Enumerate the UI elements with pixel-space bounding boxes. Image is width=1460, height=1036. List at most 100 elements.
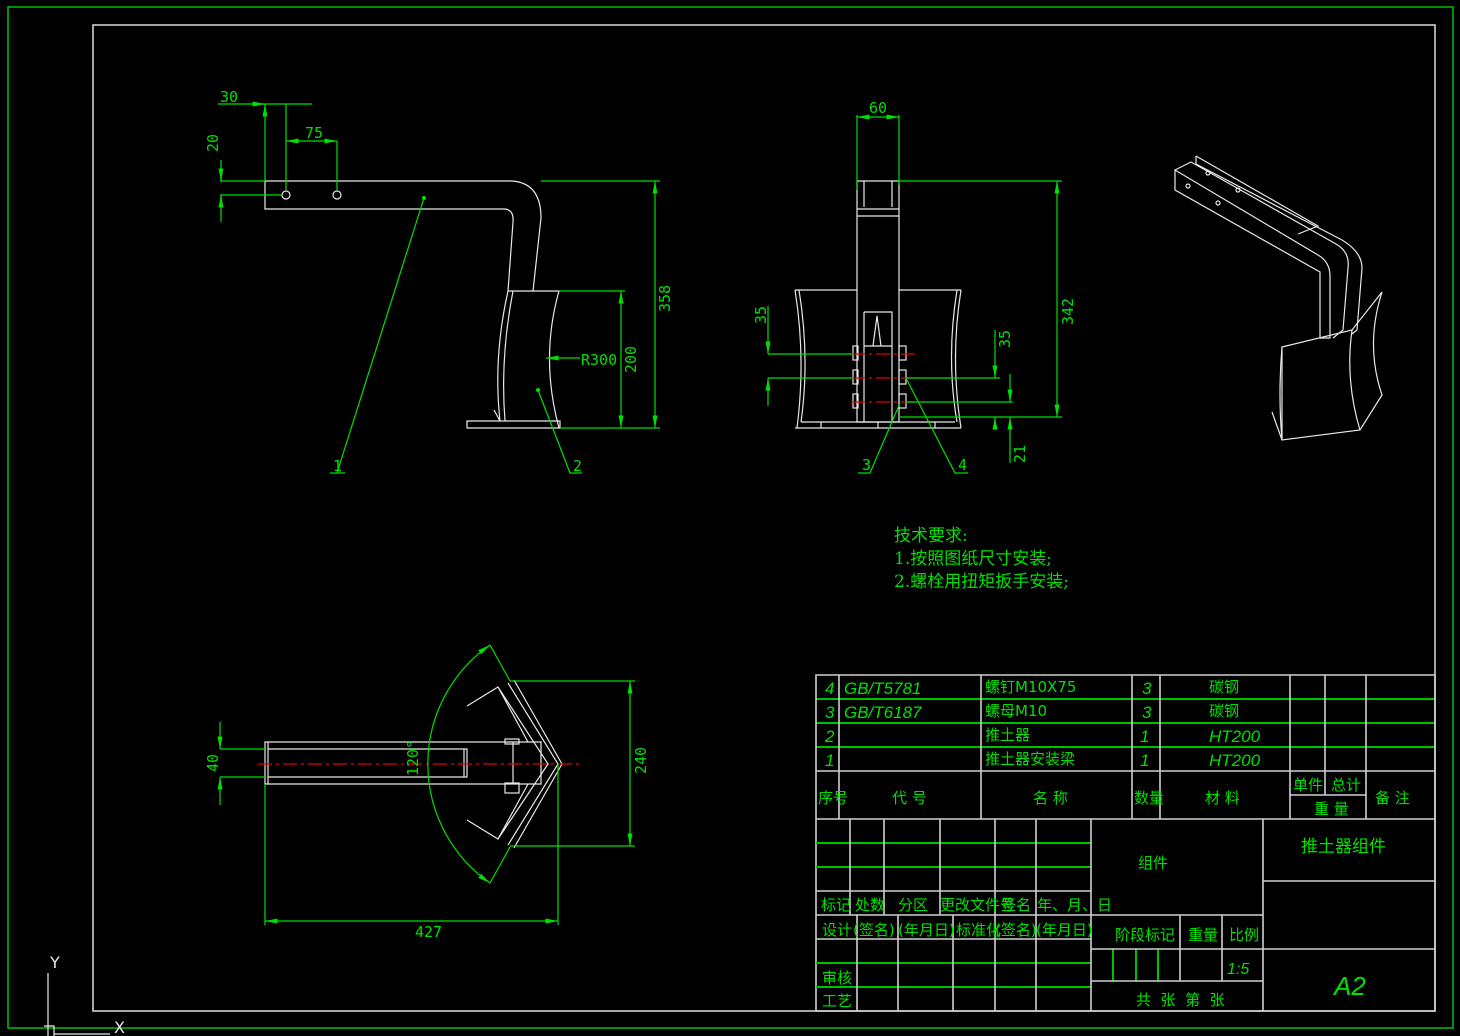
svg-text:材 料: 材 料 <box>1205 789 1240 807</box>
dim-21: 21 <box>1011 445 1029 463</box>
design-label: 设计 <box>822 921 852 939</box>
tech-item-1: 1.按照图纸尺寸安装; <box>894 549 1052 569</box>
dim-35-left: 35 <box>752 306 770 324</box>
svg-text:碳钢: 碳钢 <box>1209 678 1239 696</box>
parts-row-4: 4 GB/T5781 螺钉M10X75 3 碳钢 <box>825 678 1239 698</box>
process-label: 工艺 <box>822 992 852 1010</box>
parts-row-2: 2 推土器 1 HT200 <box>824 726 1261 746</box>
svg-text:总计: 总计 <box>1331 776 1361 794</box>
svg-text:碳钢: 碳钢 <box>1209 702 1239 720</box>
tech-item-2: 2.螺栓用扭矩扳手安装; <box>894 572 1069 592</box>
dim-200: 200 <box>622 346 640 373</box>
parts-header: 序号 代 号 名 称 数量 材 料 单件 总计 重 量 备 注 <box>818 776 1410 818</box>
svg-text:螺钉M10X75: 螺钉M10X75 <box>985 678 1076 696</box>
scale-value: 1:5 <box>1227 961 1249 978</box>
svg-text:名 称: 名 称 <box>1033 789 1068 807</box>
svg-text:GB/T5781: GB/T5781 <box>844 679 922 698</box>
svg-text:螺母M10: 螺母M10 <box>985 702 1047 720</box>
ucs-y-label: Y <box>49 953 60 972</box>
drawing-name: 推土器组件 <box>1301 837 1386 857</box>
dim-342: 342 <box>1059 298 1077 325</box>
callout-leader-3 <box>858 402 901 474</box>
bolt-hole <box>332 190 342 200</box>
svg-text:代 号: 代 号 <box>892 789 927 807</box>
callout-leader-4 <box>906 379 968 474</box>
rev-header-sign: 签名 <box>1001 896 1031 914</box>
dim-r300: R300 <box>581 351 617 369</box>
top-view: 40 120° 240 427 <box>204 644 650 941</box>
blade-side <box>794 289 962 429</box>
technical-requirements: 技术要求: 1.按照图纸尺寸安装; 2.螺栓用扭矩扳手安装; <box>894 526 1069 592</box>
dim-35-right: 35 <box>996 330 1014 348</box>
weight-label: 重量 <box>1188 926 1218 944</box>
mounting-beam <box>264 180 542 292</box>
parts-list: 4 GB/T5781 螺钉M10X75 3 碳钢 3 GB/T6187 螺母M1… <box>815 674 1436 1012</box>
bolt-heads <box>852 345 907 409</box>
parts-row-3: 3 GB/T6187 螺母M10 3 碳钢 <box>825 702 1239 722</box>
standardization-label: 标准化 <box>956 921 1001 939</box>
callout-leader-1 <box>330 197 425 474</box>
svg-text:(年月日): (年月日) <box>1036 921 1093 939</box>
bolt-hole <box>281 190 291 200</box>
side-view: 60 342 35 35 21 3 4 <box>752 99 1077 474</box>
dim-240: 240 <box>632 747 650 774</box>
rev-header-mark: 标记 <box>821 896 851 914</box>
callout-leader-2 <box>537 389 582 474</box>
svg-text:HT200: HT200 <box>1209 727 1261 746</box>
drawing-frame <box>92 24 1436 1012</box>
svg-text:(年月日): (年月日) <box>898 921 955 939</box>
stage-mark-label: 阶段标记 <box>1115 926 1175 944</box>
svg-text:备 注: 备 注 <box>1375 789 1410 807</box>
rev-header-count: 处数 <box>855 896 885 914</box>
ucs-icon: Y X <box>44 953 125 1036</box>
svg-text:3: 3 <box>1142 703 1152 722</box>
callout-3: 3 <box>862 456 871 474</box>
svg-text:单件: 单件 <box>1293 776 1323 794</box>
svg-text:4: 4 <box>825 679 834 698</box>
dim-427: 427 <box>415 923 442 941</box>
centerlines <box>851 353 916 403</box>
front-view: 30 75 20 358 200 R300 1 2 <box>204 88 674 475</box>
dim-angle-120: 120° <box>404 740 422 776</box>
paper-size: A2 <box>1332 971 1366 1001</box>
svg-text:数量: 数量 <box>1134 789 1164 807</box>
outer-border <box>7 6 1454 1029</box>
svg-text:GB/T6187: GB/T6187 <box>844 703 922 722</box>
tech-title: 技术要求: <box>894 526 968 546</box>
dim-60: 60 <box>869 99 887 117</box>
callout-2: 2 <box>573 457 582 475</box>
svg-text:序号: 序号 <box>818 789 848 807</box>
beam-top <box>264 741 542 785</box>
svg-text:1: 1 <box>1140 751 1149 770</box>
type-label: 组件 <box>1138 854 1168 872</box>
scale-label: 比例 <box>1229 926 1259 944</box>
angle-arc-120 <box>427 644 491 884</box>
svg-text:重 量: 重 量 <box>1314 800 1349 818</box>
dim-30: 30 <box>220 88 238 106</box>
dim-358: 358 <box>656 285 674 312</box>
svg-text:1: 1 <box>1140 727 1149 746</box>
isometric-view <box>1174 155 1383 441</box>
rev-header-zone: 分区 <box>898 896 928 914</box>
parts-row-1: 1 推土器安装梁 1 HT200 <box>825 750 1261 770</box>
svg-text:(签名): (签名) <box>995 921 1037 939</box>
rev-header-date: 年、月、日 <box>1037 896 1112 914</box>
dim-40: 40 <box>204 754 222 772</box>
svg-text:2: 2 <box>824 727 835 746</box>
review-label: 审核 <box>822 969 852 987</box>
callout-1: 1 <box>333 457 342 475</box>
dim-75: 75 <box>305 124 323 142</box>
title-block: 标记 处数 分区 更改文件号 签名 年、月、日 设计 (签名) (年月日) 标准… <box>816 819 1435 1011</box>
svg-text:(签名): (签名) <box>853 921 895 939</box>
svg-text:推土器安装梁: 推土器安装梁 <box>985 750 1075 768</box>
dozer-blade <box>466 290 561 429</box>
sheet-count: 共 张 第 张 <box>1136 991 1225 1009</box>
svg-text:3: 3 <box>1142 679 1152 698</box>
svg-text:3: 3 <box>825 703 835 722</box>
svg-text:推土器: 推土器 <box>985 726 1030 744</box>
dim-20: 20 <box>204 134 222 152</box>
dim-line-30 <box>218 104 312 190</box>
svg-text:HT200: HT200 <box>1209 751 1261 770</box>
ucs-x-label: X <box>114 1018 125 1036</box>
